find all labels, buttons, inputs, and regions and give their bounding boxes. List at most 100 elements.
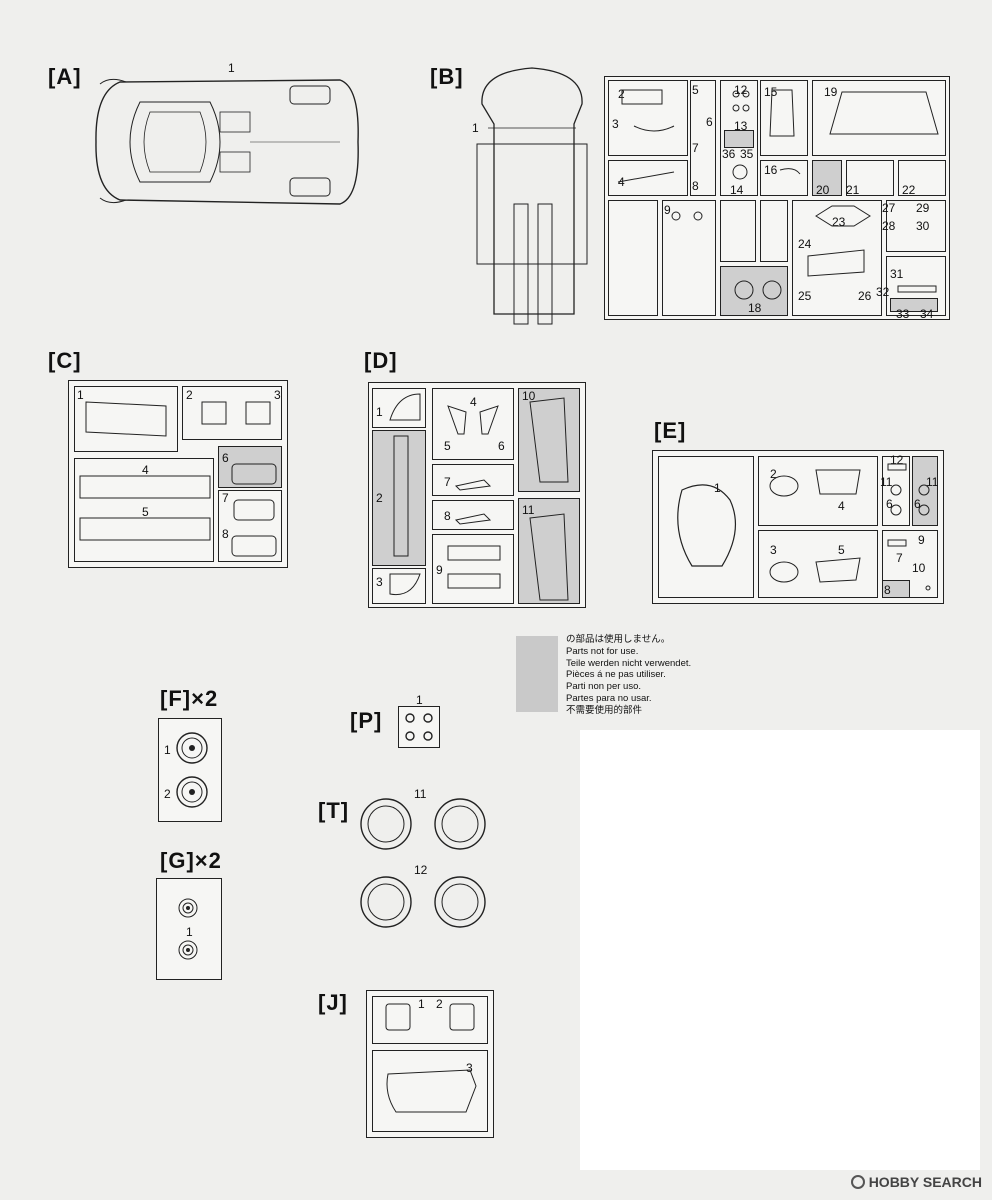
sheet-d-label: [D] [364,348,398,373]
c-part-2: 2 [186,388,193,402]
e-part-10: 10 [912,561,926,575]
c-part-5: 5 [142,505,149,519]
sheet-j-runner-frame [366,990,494,1138]
j-cell-1-2 [372,996,488,1044]
b-part-shapes [617,89,939,300]
b-part-21: 21 [846,183,860,197]
legend-line: Parti non per uso. [566,681,641,693]
p-part-shapes [405,713,433,741]
e-part-11-right: 11 [926,475,939,489]
d-cell-9 [432,534,514,604]
b-part-36: 36 [722,147,736,161]
c-part-shapes [79,401,277,557]
b-part-28: 28 [882,219,896,233]
b-part-9: 9 [664,203,671,217]
d-part-2: 2 [376,491,383,505]
b-cell-c [690,80,716,196]
legend-line: Pièces á ne pas utiliser. [566,669,666,681]
sheet-a-label: [A] [48,64,82,89]
c-cell-4-5 [74,458,214,562]
sheet-f-runner-frame [158,718,222,822]
e-cell-7-9-10 [882,530,938,598]
e-part-9: 9 [918,533,925,547]
b-part-20: 20 [816,183,830,197]
b-part-34: 34 [920,307,934,321]
b-part-3: 3 [612,117,619,131]
e-part-12: 12 [890,453,904,467]
legend-line: の部品は使用しません。 [566,634,671,645]
e-part-7: 7 [896,551,903,565]
c-cell-1 [74,386,178,452]
b-part-29: 29 [916,201,930,215]
sheet-p-label: [P] [350,708,383,733]
b-cell-18 [720,266,788,316]
b-cell-13 [724,130,754,148]
e-part-8: 8 [884,583,891,597]
d-part-4: 4 [470,395,477,409]
legend-line: Teile werden nicht verwendet. [566,657,692,669]
c-part-4: 4 [142,463,149,477]
d-cell-1 [372,388,426,428]
b-part-26: 26 [858,289,872,303]
b-part-30: 30 [916,219,930,233]
j-part-shapes [385,1003,477,1113]
chassis-floor-pan [476,67,588,325]
f-part-1: 1 [164,743,171,757]
e-part-2: 2 [770,467,777,481]
b-cell-g [812,80,946,156]
g-hub-shapes [178,898,198,960]
b-part-33: 33 [896,307,910,321]
b-part-24: 24 [798,237,812,251]
d-cell-2 [372,430,426,566]
b-cell-a [608,80,688,156]
e-cell-3-5 [758,530,878,598]
car-body-top-view [95,78,359,205]
b-cell-j [720,200,756,262]
d-cell-8 [432,500,514,530]
d-cell-3 [372,568,426,604]
b-part-32: 32 [876,285,890,299]
b-part-12: 12 [734,83,748,97]
b-cell-20 [812,160,842,196]
b-part-31: 31 [890,267,904,281]
sheet-e-runner-frame [652,450,944,604]
e-cell-8 [882,580,910,598]
d-cell-4-6 [432,388,514,460]
b-cell-l [792,200,882,316]
sheet-j-label: [J] [318,990,348,1015]
f-part-2: 2 [164,787,171,801]
e-part-6-left: 6 [886,497,893,511]
t-tire-shapes [360,798,486,928]
b-part-25: 25 [798,289,812,303]
d-part-3: 3 [376,575,383,589]
b-part-8: 8 [692,179,699,193]
sheet-c-label: [C] [48,348,82,373]
c-part-6: 6 [222,451,229,465]
e-part-5: 5 [838,543,845,557]
sheet-g-label: [G]×2 [160,848,222,873]
b-part-14: 14 [730,183,744,197]
e-cell-1 [658,456,754,598]
b-part-35: 35 [740,147,754,161]
hobby-search-logo-icon [850,1175,865,1189]
sheet-g-runner-frame [156,878,222,980]
b-cell-k [760,200,788,262]
unused-parts-legend: の部品は使用しません。 Parts not for use. Teile wer… [566,634,691,717]
e-part-3: 3 [770,543,777,557]
b-cell-21 [846,160,894,196]
c-cell-2-3 [182,386,282,440]
d-cell-10 [518,388,580,492]
sheet-p-runner-frame [398,706,440,748]
b-cell-b [608,160,688,196]
b-cell-i [662,200,716,316]
c-part-8: 8 [222,527,229,541]
d-cell-7 [432,464,514,496]
e-part-shapes [677,463,931,591]
watermark-text: HOBBY SEARCH [868,1174,982,1190]
b-cell-n [886,256,946,316]
b-part-7: 7 [692,141,699,155]
d-part-11: 11 [522,503,535,517]
b-cell-m [886,200,946,252]
blank-area [580,730,980,1170]
d-part-8: 8 [444,509,451,523]
